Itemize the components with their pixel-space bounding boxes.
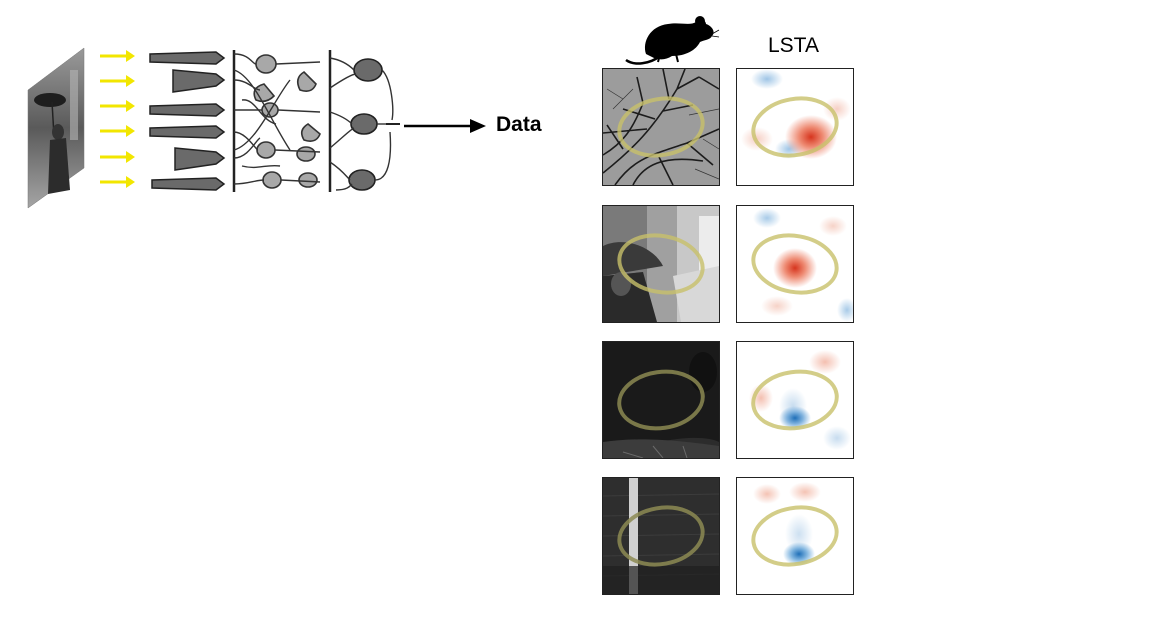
input-image (27, 47, 85, 209)
dendrites (233, 53, 321, 185)
stimulus-panel-4 (602, 477, 720, 595)
lsta-map-1 (737, 69, 853, 185)
lsta-map-4 (737, 478, 853, 594)
lsta-panel-3 (736, 341, 854, 459)
lsta-panel-4 (736, 477, 854, 595)
stimulus-image-dark-silhouette (603, 342, 719, 458)
stimulus-panel-2 (602, 205, 720, 323)
stimulus-arrows (100, 50, 135, 188)
output-arrow-icon (404, 119, 486, 133)
lsta-map-2 (737, 206, 853, 322)
lsta-map-3 (737, 342, 853, 458)
lsta-panel-2 (736, 205, 854, 323)
stimulus-image-branches (603, 69, 719, 185)
lsta-panel-1 (736, 68, 854, 186)
photoreceptors (149, 51, 226, 191)
stimulus-panel-1 (602, 68, 720, 186)
mouse-icon (625, 16, 720, 65)
retina-schematic (27, 47, 400, 209)
lsta-column-header: LSTA (768, 34, 819, 57)
ganglion-dendrites (329, 57, 394, 191)
data-label: Data (496, 113, 542, 136)
stimulus-image-umbrella (603, 206, 719, 322)
stimulus-panel-3 (602, 341, 720, 459)
stimulus-image-dark-wall (603, 478, 719, 594)
